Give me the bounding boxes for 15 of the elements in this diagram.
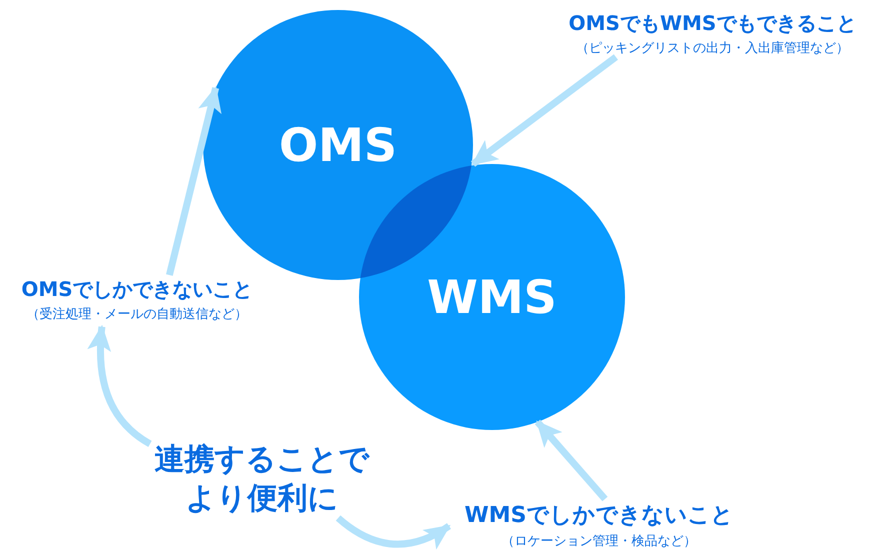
arrow <box>534 420 608 502</box>
callout-note: （ピッキングリストの出力・入出庫管理など） <box>575 40 850 57</box>
callout-heading: OMSでしかできないこと <box>20 276 254 303</box>
callout-heading: WMSでしかできないこと <box>463 502 734 530</box>
circle-label: OMS <box>278 118 397 172</box>
callout-note: （受注処理・メールの自動送信など） <box>26 306 248 323</box>
arrow <box>88 324 152 447</box>
arrow <box>470 54 618 167</box>
circle-label: WMS <box>427 270 557 324</box>
callout-heading: OMSでもWMSでもできること <box>568 10 858 37</box>
circle-overlap <box>359 164 473 280</box>
arrow <box>336 515 451 550</box>
arrow <box>166 86 222 276</box>
callout-heading: 連携することでより便利に <box>154 441 371 518</box>
callout-note: （ロケーション管理・検品など） <box>500 533 698 550</box>
